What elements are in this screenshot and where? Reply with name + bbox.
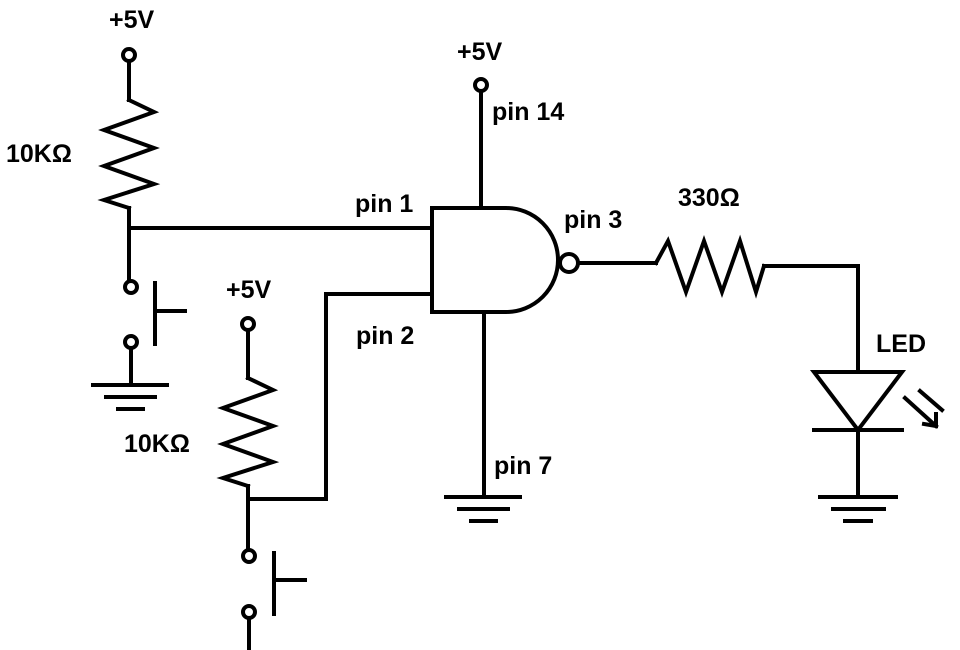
label-pin3: pin 3: [564, 206, 622, 234]
led-light-arrows-icon: [902, 388, 945, 429]
resistor-output: [653, 234, 767, 299]
label-led: LED: [876, 330, 926, 358]
output-branch: [576, 234, 945, 523]
nand-gate: [430, 77, 580, 523]
led-triangle: [809, 370, 907, 434]
label-resistor-top: 10KΩ: [6, 140, 72, 168]
switch-contact-a-top: [123, 279, 139, 295]
label-pin7: pin 7: [494, 452, 552, 480]
label-pin14: pin 14: [492, 98, 564, 126]
label-pin2: pin 2: [356, 322, 414, 350]
label-supply-gate: +5V: [457, 38, 503, 66]
input-a-branch: [91, 47, 432, 411]
nand-gate-inversion-bubble: [558, 252, 580, 274]
ground-symbol-a: [91, 383, 169, 411]
label-resistor-output: 330Ω: [678, 184, 740, 212]
ground-symbol-gate: [444, 495, 522, 523]
ground-symbol-led: [818, 495, 898, 523]
label-supply-mid: +5V: [226, 276, 272, 304]
wire-to-led: [762, 264, 860, 374]
label-supply-top-left: +5V: [109, 6, 155, 34]
label-resistor-bottom: 10KΩ: [124, 430, 190, 458]
wire-to-pin2: [246, 292, 432, 501]
input-b-branch: [216, 292, 432, 650]
label-pin1: pin 1: [355, 190, 413, 218]
nand-gate-body: [430, 206, 560, 314]
resistor-bottom: [216, 375, 280, 489]
switch-contact-b-top: [241, 548, 257, 564]
resistor-top: [97, 97, 161, 211]
